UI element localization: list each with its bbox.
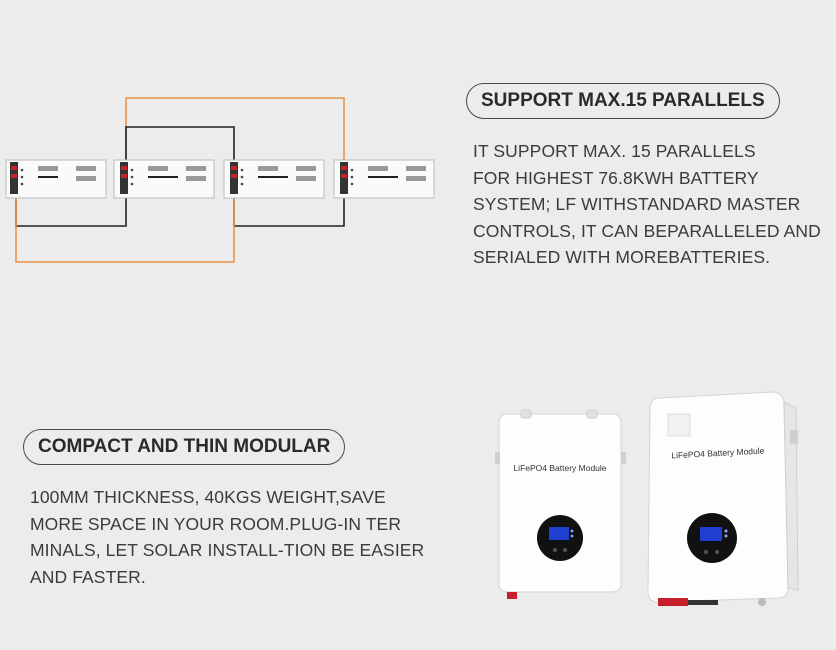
black-cable-top — [125, 126, 235, 182]
description-line: SYSTEM; LF WITHSTANDARD MASTER — [473, 194, 801, 214]
description-line: 100MM THICKNESS, 40KGS WEIGHT,SAVE — [30, 487, 386, 507]
description-line: CONTROLS, IT CAN BEPARALLELED AND — [473, 220, 821, 241]
black-cable-bottom — [15, 198, 127, 227]
compact-modular-description: 100MM THICKNESS, 40KGS WEIGHT,SAVE MORE … — [30, 484, 424, 590]
description-line: IT SUPPORT MAX. 15 PARALLELS — [473, 141, 756, 161]
description-line: AND FASTER. — [30, 566, 146, 587]
battery-unit-1 — [5, 159, 107, 199]
parallel-connection-diagram — [5, 97, 435, 263]
product-label-front: LiFePO4 Battery Module — [513, 463, 606, 473]
support-parallels-heading: SUPPORT MAX.15 PARALLELS — [466, 83, 780, 119]
description-line: MINALS, LET SOLAR INSTALL-TION BE EASIER — [30, 540, 425, 560]
description-line: FOR HIGHEST 76.8KWH BATTERY — [473, 167, 759, 188]
compact-modular-heading: COMPACT AND THIN MODULAR — [23, 429, 346, 465]
support-parallels-description: IT SUPPORT MAX. 15 PARALLELS FOR HIGHEST… — [473, 138, 821, 271]
battery-module-front-image: LiFePO4 Battery Module — [495, 409, 626, 599]
product-label-angled: LiFePO4 Battery Module — [671, 446, 765, 461]
description-line: SERIALED WITH MOREBATTERIES. — [473, 247, 771, 267]
battery-unit-4 — [333, 159, 435, 199]
battery-unit-2 — [113, 159, 215, 199]
description-line: MORE SPACE IN YOUR ROOM.PLUG-IN TER — [30, 513, 402, 534]
orange-cable-bottom — [15, 198, 235, 263]
battery-module-angled-image: LiFePO4 Battery Module — [647, 391, 799, 606]
black-cable-bottom-2 — [233, 198, 345, 227]
battery-unit-3 — [223, 159, 325, 199]
